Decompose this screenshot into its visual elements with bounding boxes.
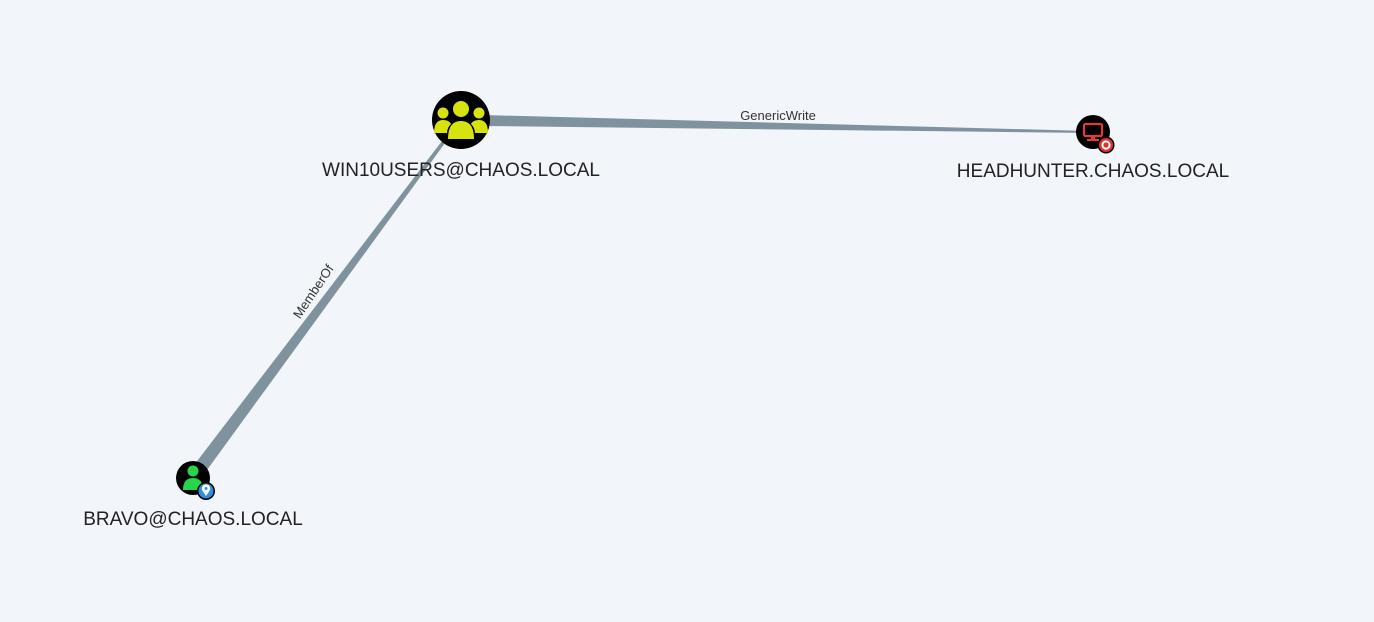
node-group-circle[interactable] — [432, 91, 490, 149]
node-computer-headhunter[interactable]: HEADHUNTER.CHAOS.LOCAL — [957, 115, 1229, 182]
users-icon — [434, 101, 488, 139]
location-pin-icon — [197, 482, 215, 500]
node-group-win10users[interactable]: WIN10USERS@CHAOS.LOCAL — [322, 91, 600, 181]
edge-memberof[interactable]: MemberOf — [188, 141, 445, 481]
node-user-label: BRAVO@CHAOS.LOCAL — [83, 509, 303, 530]
target-icon — [1097, 136, 1115, 154]
node-computer-label: HEADHUNTER.CHAOS.LOCAL — [957, 161, 1229, 182]
edge-genericwrite-line[interactable] — [482, 115, 1090, 133]
node-user-bravo[interactable]: BRAVO@CHAOS.LOCAL — [83, 461, 303, 530]
edge-genericwrite-label: GenericWrite — [740, 108, 816, 123]
edge-genericwrite[interactable]: GenericWrite — [482, 108, 1090, 133]
monitor-icon — [1082, 122, 1104, 141]
node-group-label: WIN10USERS@CHAOS.LOCAL — [322, 160, 600, 181]
edge-memberof-line[interactable] — [188, 141, 445, 481]
